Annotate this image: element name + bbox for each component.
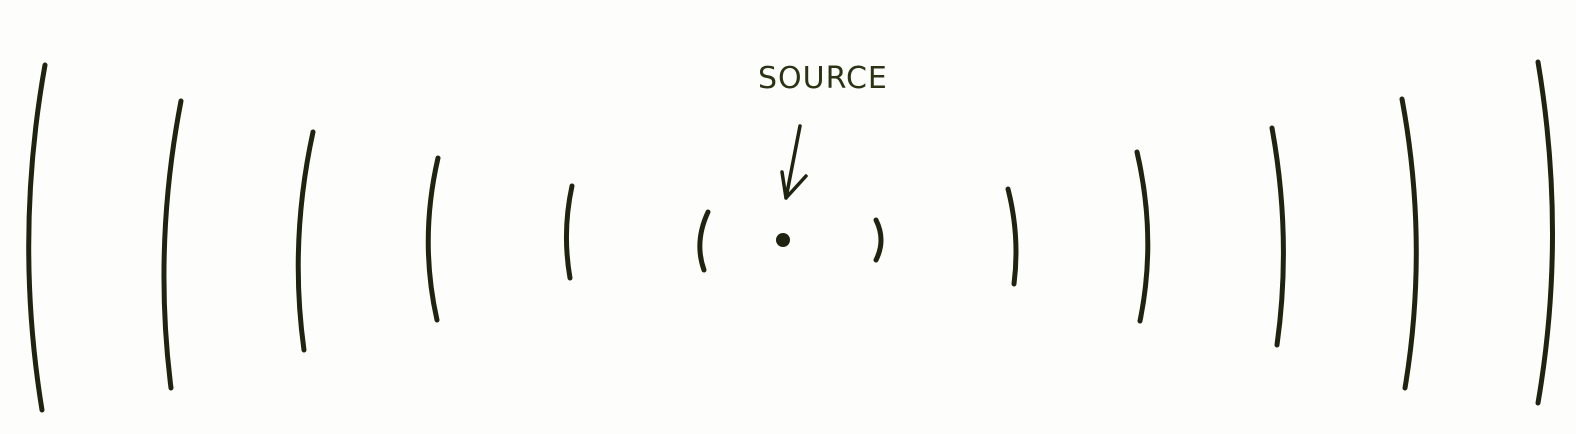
wavefront-arc-left-4 [295,129,316,353]
wavefront-arc-right-1 [873,217,884,263]
wavefront-arc-right-4 [1269,125,1286,348]
source-arrow [780,124,808,200]
wavefront-arc-right-5 [1399,96,1419,391]
source-label: SOURCE [758,61,888,96]
wavefront-arc-left-3 [425,155,441,323]
wavefront-arc-right-6 [1535,59,1555,406]
wavefront-arc-left-5 [161,98,184,391]
wavefront-arc-left-6 [26,62,48,413]
source-point [776,233,790,247]
wavefront-arc-right-2 [1005,186,1019,287]
wavefront-arc-left-2 [563,183,575,281]
wavefront-arc-left-1 [697,209,711,273]
wavefront-arc-right-3 [1134,149,1151,324]
